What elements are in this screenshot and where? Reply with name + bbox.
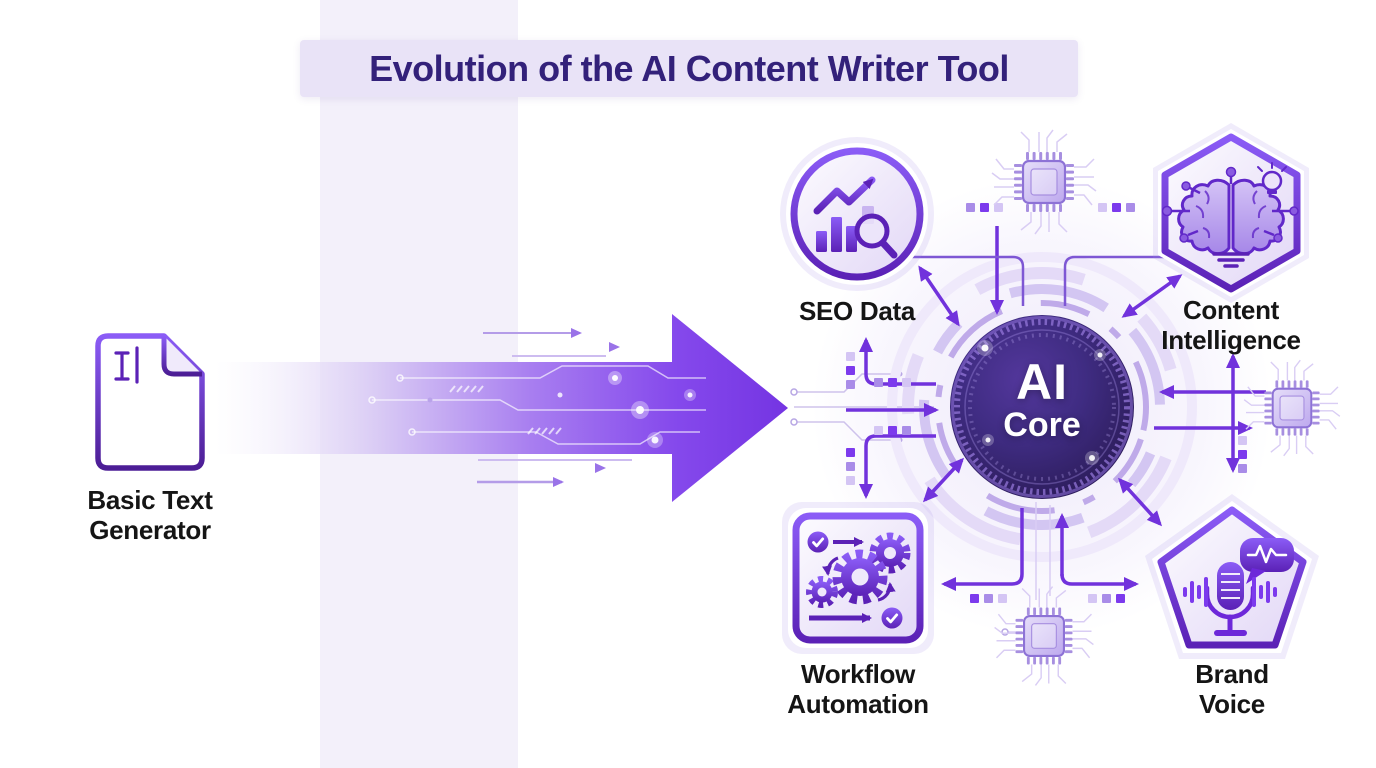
ai-core-line1: AI: [1016, 354, 1068, 410]
gear-medium: [869, 532, 911, 574]
node-content-intelligence: [1153, 123, 1309, 303]
document-text-cursor-icon: [95, 333, 205, 471]
arrow-circuit-traces: [368, 365, 706, 445]
text-cursor-glyph: [114, 346, 139, 384]
core-glints: [977, 340, 1106, 465]
page-title: Evolution of the AI Content Writer Tool: [369, 47, 1009, 89]
content-intelligence-label: Content Intelligence: [1161, 295, 1301, 355]
basic-text-generator-label: Basic Text Generator: [87, 485, 213, 545]
workflow-automation-label: Workflow Automation: [787, 659, 929, 719]
pixel-dots: [846, 203, 1247, 603]
title-banner: Evolution of the AI Content Writer Tool: [300, 40, 1078, 97]
brain-bulb-icon: [1161, 162, 1299, 268]
ai-core-circle: [950, 315, 1134, 499]
brand-voice-label: Brand Voice: [1195, 659, 1269, 719]
node-seo-data: [780, 137, 934, 291]
gear-large: [832, 549, 888, 605]
ai-core-label: AI Core: [972, 357, 1112, 444]
microphone-wave-icon: [1183, 538, 1294, 636]
speech-bubble-waveform: [1240, 538, 1294, 584]
ai-core-line2: Core: [1003, 406, 1081, 444]
node-workflow-automation: [782, 502, 934, 654]
large-right-arrow: [215, 314, 788, 502]
speed-lines: [396, 328, 632, 487]
lightbulb-icon: [1257, 162, 1287, 194]
analytics-search-icon: [813, 176, 898, 259]
gear-small: [806, 576, 838, 608]
seo-data-label: SEO Data: [798, 296, 916, 326]
gears-process-icon: [806, 531, 911, 629]
sound-bars: [1183, 577, 1277, 607]
node-brand-voice: [1145, 494, 1319, 659]
arrow-glow-dots: [427, 371, 696, 448]
connection-arrows: [846, 226, 1266, 636]
